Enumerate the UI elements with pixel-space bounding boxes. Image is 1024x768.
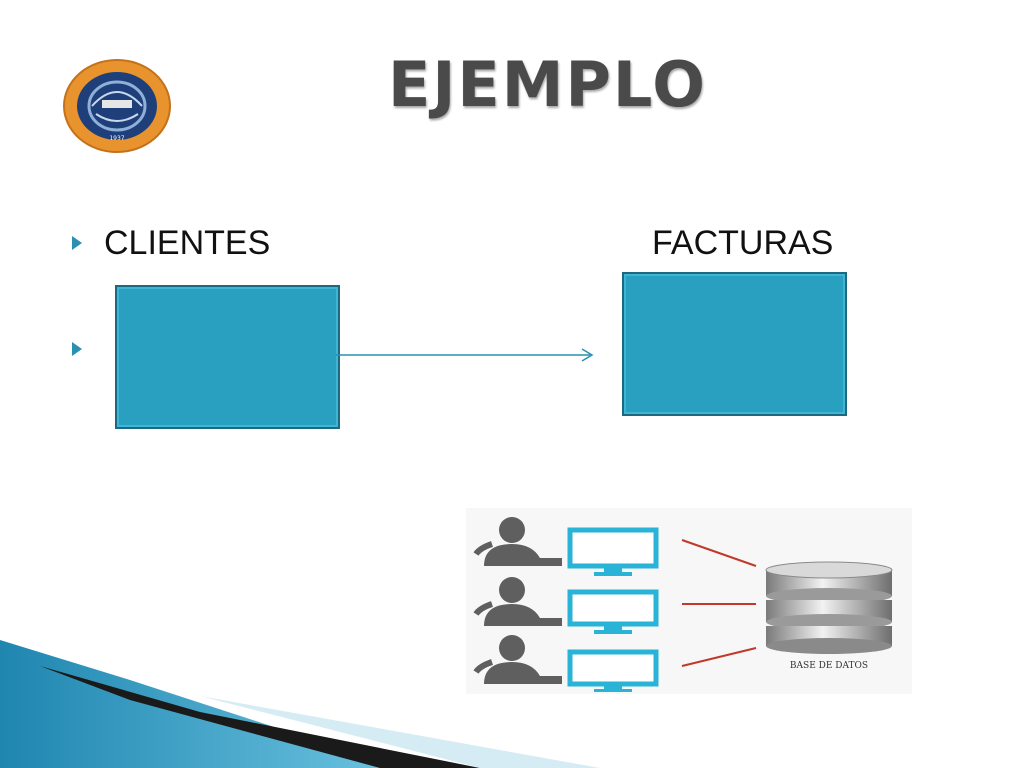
connector-line	[681, 539, 757, 567]
bullet-marker	[72, 236, 82, 250]
monitor-icon	[567, 527, 659, 576]
clientes-label: CLIENTES	[104, 224, 271, 262]
logo-year: 1937	[109, 135, 124, 142]
person-icon	[473, 517, 562, 566]
database-label: BASE DE DATOS	[790, 661, 868, 671]
database-icon	[765, 561, 893, 654]
connector-line	[681, 647, 757, 667]
users-database-illustration: BASE DE DATOS	[466, 508, 912, 694]
facturas-label: FACTURAS	[652, 224, 834, 262]
faculty-logo: 1937	[63, 59, 171, 153]
relationship-arrow	[336, 348, 594, 362]
bullet-marker	[72, 342, 82, 356]
person-icon	[473, 577, 562, 626]
monitor-icon	[567, 589, 659, 634]
facturas-entity-box	[622, 272, 847, 416]
footer-decoration	[0, 640, 600, 768]
monitor-icon	[567, 649, 659, 692]
clientes-entity-box	[115, 285, 340, 429]
slide-title: EJEMPLO	[388, 48, 707, 121]
person-icon	[473, 635, 562, 684]
